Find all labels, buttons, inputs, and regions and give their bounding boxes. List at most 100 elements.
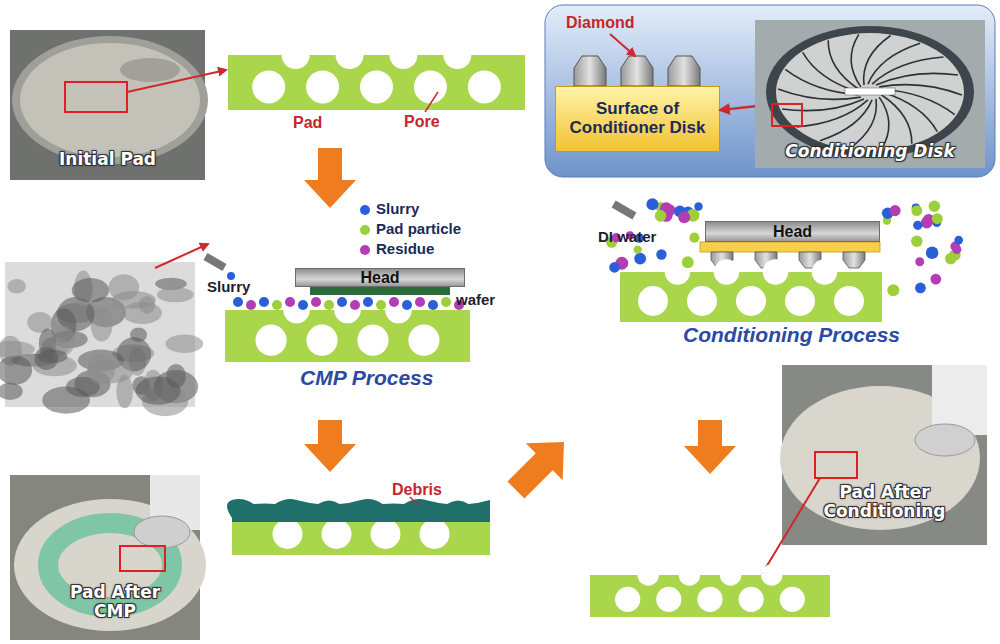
particle	[350, 300, 360, 310]
pad-cross-section	[225, 297, 470, 362]
part-label: Slurry	[207, 279, 250, 296]
pad-pore-open	[763, 259, 789, 285]
particle	[930, 274, 941, 285]
disk-groove	[828, 40, 859, 89]
pad-pore	[736, 286, 766, 316]
slurry-particle-blob	[42, 386, 90, 413]
disk-photo	[755, 20, 985, 168]
pad-pore-open	[385, 297, 412, 324]
legend-swatch	[360, 245, 370, 255]
photo-frame: Pad After CMP	[10, 475, 200, 640]
particle	[952, 245, 961, 254]
disk-panel	[545, 5, 995, 177]
pad-photo-rim	[12, 36, 208, 164]
pad-pore	[414, 70, 447, 103]
pad-photo-surface	[20, 43, 200, 157]
particle	[324, 300, 334, 310]
slurry-particle-blob	[166, 335, 204, 353]
slurry-particle-blob	[0, 341, 35, 358]
pad-pore-open	[679, 564, 700, 585]
part-label: Debris	[392, 481, 442, 499]
pad-pore	[360, 70, 393, 103]
conditioner-surface	[700, 242, 880, 252]
highlight-box	[65, 82, 127, 112]
head-base	[134, 516, 190, 548]
photo-frame: Conditioning Disk	[755, 20, 985, 168]
pad-pore	[697, 587, 722, 612]
debris-fill	[412, 512, 424, 520]
particle	[694, 202, 702, 210]
pad-pore	[408, 325, 439, 356]
particle	[428, 300, 438, 310]
pad-pore	[780, 587, 805, 612]
part-label: Pad	[293, 114, 322, 132]
pad-pore-open	[714, 259, 740, 285]
particle	[233, 297, 243, 307]
photo-caption: Pad After CMP	[55, 583, 175, 620]
flow-arrow	[304, 148, 356, 208]
pad-pore-open	[443, 41, 471, 69]
debris-fill	[304, 512, 316, 520]
photo-caption: Pad After Conditioning	[782, 483, 987, 520]
particle	[272, 300, 282, 310]
part-label: Diamond	[566, 14, 634, 32]
particle	[298, 300, 308, 310]
flow-arrow	[684, 420, 736, 474]
legend-swatch	[360, 205, 370, 215]
particle	[311, 297, 321, 307]
part-label: wafer	[456, 292, 495, 309]
pad-pore	[739, 587, 764, 612]
pad-pore	[252, 70, 285, 103]
head-label: Head	[773, 224, 812, 240]
disk-groove	[803, 52, 858, 92]
particle	[646, 198, 658, 210]
particle	[926, 246, 938, 258]
particle	[337, 297, 347, 307]
part-label: Pore	[404, 113, 440, 131]
slurry-particle-blob	[0, 355, 32, 384]
particle	[634, 253, 646, 265]
particle	[915, 283, 926, 294]
pad-pore	[255, 325, 286, 356]
pad-pore-open	[334, 297, 361, 324]
highlight-box	[120, 546, 165, 571]
particle	[682, 256, 694, 268]
slurry-particle-blob	[87, 354, 115, 384]
highlight-box	[772, 104, 802, 126]
debris-fill	[439, 512, 451, 520]
particle	[954, 236, 963, 245]
slurry-particle-blob	[157, 287, 194, 302]
leader-line	[762, 478, 820, 574]
polishing-head: Head	[295, 268, 465, 287]
particle	[887, 284, 899, 296]
connector-arrow	[720, 106, 755, 110]
pad-pore	[322, 519, 352, 549]
flow-arrow	[498, 424, 583, 509]
water-nozzle	[612, 201, 637, 220]
particle	[363, 297, 373, 307]
debris-fill	[250, 512, 262, 520]
pad-pore-open	[282, 41, 310, 69]
particle	[376, 300, 386, 310]
pad-photo-surface	[14, 499, 206, 631]
pad-body	[228, 55, 525, 110]
head-label: Head	[360, 270, 399, 286]
debris-fill	[358, 512, 370, 520]
pad-cross-section	[590, 564, 830, 617]
disk-groove	[872, 57, 943, 84]
pad-pore	[615, 587, 640, 612]
box-label: Surface of Conditioner Disk	[556, 100, 719, 137]
particle	[246, 300, 256, 310]
debris-fill	[277, 512, 289, 520]
slurry-nozzle	[203, 253, 226, 271]
slurry-particle-blob	[35, 347, 59, 370]
photo-caption: Initial Pad	[10, 150, 205, 169]
disk-groove	[882, 92, 937, 132]
debris-layer	[227, 499, 490, 522]
particle	[655, 210, 667, 222]
pad-pore-open	[761, 564, 782, 585]
leader-line	[425, 92, 438, 112]
slurry-particle-blob	[123, 302, 162, 324]
